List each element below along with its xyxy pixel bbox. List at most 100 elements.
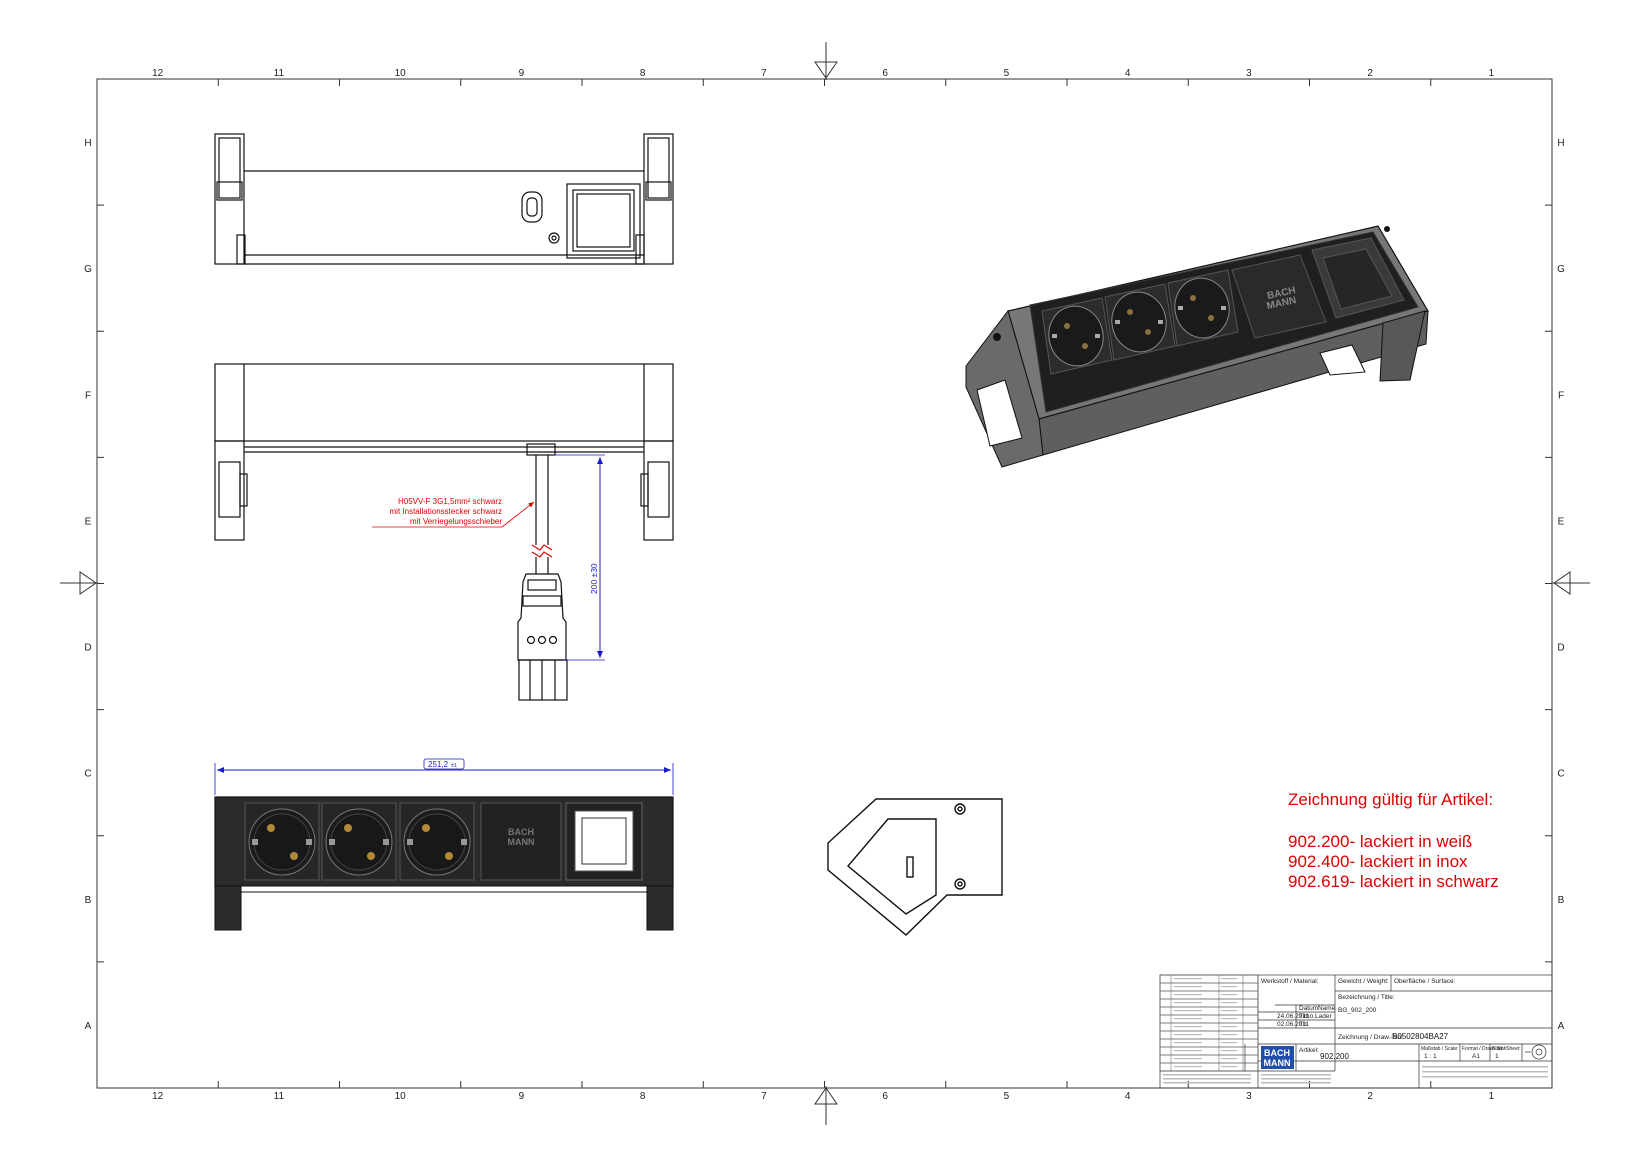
socket-row [244, 802, 475, 881]
date-header: Datum [1299, 1005, 1318, 1012]
zone-column-label: 1 [1489, 68, 1495, 79]
isometric-view: BACH MANN [965, 225, 1429, 468]
zone-column-label: 9 [519, 68, 525, 79]
title-value: BG_902_200 [1338, 1007, 1377, 1014]
zone-column-label: 3 [1246, 1091, 1252, 1102]
data-module-view [565, 802, 643, 881]
zone-column-label: 2 [1367, 1091, 1373, 1102]
material-label: Werkstoff / Material: [1261, 978, 1319, 985]
drawn-name: Timo.Lader [1299, 1013, 1332, 1020]
zone-column-label: 10 [395, 68, 407, 79]
article-value: 902.200 [1320, 1052, 1349, 1061]
validity-item-3: 902.619- lackiert in schwarz [1288, 872, 1499, 891]
weight-label: Gewicht / Weight: [1338, 978, 1389, 985]
cable-note-line1: H05VV-F 3G1,5mm² schwarz [398, 497, 502, 506]
zone-row-label: C [84, 769, 91, 780]
brand-plate-top: BACH [508, 827, 534, 837]
checked-name: Th [1299, 1021, 1307, 1028]
title-label: Bezeichnung / Title: [1338, 994, 1395, 1001]
top-view [214, 133, 674, 265]
cable-note-line3: mit Verriegelungsschieber [410, 517, 502, 526]
zone-row-label: B [1558, 895, 1565, 906]
dimension-width [214, 758, 674, 795]
zone-row-label: G [1557, 264, 1565, 275]
zone-column-label: 2 [1367, 68, 1373, 79]
isometric-socket [1041, 297, 1113, 375]
sheet-value: 1 [1495, 1053, 1499, 1060]
bachmann-logo: BACH MANN [1261, 1046, 1294, 1069]
zone-row-label: B [85, 895, 92, 906]
socket [244, 802, 320, 881]
revision-table [1159, 974, 1259, 1072]
drawing-no-value: B0502804BA27 [1392, 1032, 1449, 1041]
zone-column-label: 4 [1125, 68, 1131, 79]
zone-row-label: H [84, 138, 91, 149]
drawn-date: 24.06.2011 [1277, 1013, 1309, 1020]
zone-column-label: 7 [761, 1091, 767, 1102]
zone-row-label: A [85, 1021, 92, 1032]
zone-row-label: F [85, 390, 91, 401]
validity-heading: Zeichnung gültig für Artikel: [1288, 790, 1494, 809]
zone-column-label: 12 [152, 1091, 164, 1102]
zone-column-label: 1 [1489, 1091, 1495, 1102]
zone-column-label: 9 [519, 1091, 525, 1102]
zone-column-label: 5 [1004, 1091, 1010, 1102]
drawing-frame [96, 78, 1553, 1089]
zone-column-label: 4 [1125, 1091, 1131, 1102]
zone-row-label: F [1558, 390, 1564, 401]
cable-note-line2: mit Installationsstecker schwarz [390, 507, 502, 516]
front-view [214, 363, 674, 701]
zone-row-label: D [1557, 643, 1564, 654]
drawing-no-label: Zeichnung / Draw.-No: [1338, 1034, 1403, 1041]
sheet-label: Blatt / Sheet: [1492, 1046, 1521, 1052]
zone-row-label: C [1557, 769, 1564, 780]
dimension-width-tolerance: ±1 [451, 763, 457, 769]
socket [321, 802, 397, 881]
zone-row-label: H [1557, 138, 1564, 149]
zone-column-label: 6 [882, 68, 888, 79]
zone-column-label: 8 [640, 68, 646, 79]
zone-column-label: 8 [640, 1091, 646, 1102]
side-profile-view [827, 798, 1003, 936]
frame-ticks [97, 79, 1552, 1088]
isometric-socket-row [1041, 269, 1239, 375]
zone-row-label: G [84, 264, 92, 275]
socket [399, 802, 475, 881]
cable-note: H05VV-F 3G1,5mm² schwarz mit Installatio… [372, 497, 535, 528]
article-label: Artikel: [1299, 1047, 1319, 1054]
copyright-notes [1163, 1066, 1548, 1084]
format-label: Format / Draw.-Size: [1462, 1046, 1508, 1052]
logo-bottom: MANN [1264, 1058, 1291, 1068]
zone-row-label: E [1558, 516, 1565, 527]
format-value: A1 [1472, 1053, 1480, 1060]
brand-plate [480, 802, 562, 881]
isometric-socket [1104, 283, 1176, 361]
dimension-width-label: 251,2 [428, 760, 449, 769]
zone-column-label: 10 [395, 1091, 407, 1102]
zone-column-label: 5 [1004, 68, 1010, 79]
dimension-cable-length-label: 200 ±30 [589, 563, 599, 594]
surface-label: Oberfläche / Surface: [1394, 978, 1456, 985]
zone-column-label: 12 [152, 68, 164, 79]
zone-row-label: A [1558, 1021, 1565, 1032]
brand-plate-bottom: MANN [508, 837, 535, 847]
logo-top: BACH [1264, 1048, 1290, 1058]
zone-column-label: 3 [1246, 68, 1252, 79]
validity-item-1: 902.200- lackiert in weiß [1288, 832, 1473, 851]
isometric-socket [1167, 269, 1239, 347]
zone-column-label: 7 [761, 68, 767, 79]
zone-row-label: E [85, 516, 92, 527]
dimension-cable-length [553, 454, 605, 661]
zone-column-label: 11 [274, 1091, 285, 1102]
checked-date: 02.06.2011 [1277, 1021, 1309, 1028]
name-header: Name [1318, 1005, 1336, 1012]
validity-item-2: 902.400- lackiert in inox [1288, 852, 1468, 871]
scale-label: Maßstab / Scale: [1421, 1046, 1459, 1052]
scale-value: 1 : 1 [1424, 1053, 1437, 1060]
centering-marks [60, 42, 1590, 1125]
zone-column-label: 6 [882, 1091, 888, 1102]
zone-column-label: 11 [274, 68, 285, 79]
